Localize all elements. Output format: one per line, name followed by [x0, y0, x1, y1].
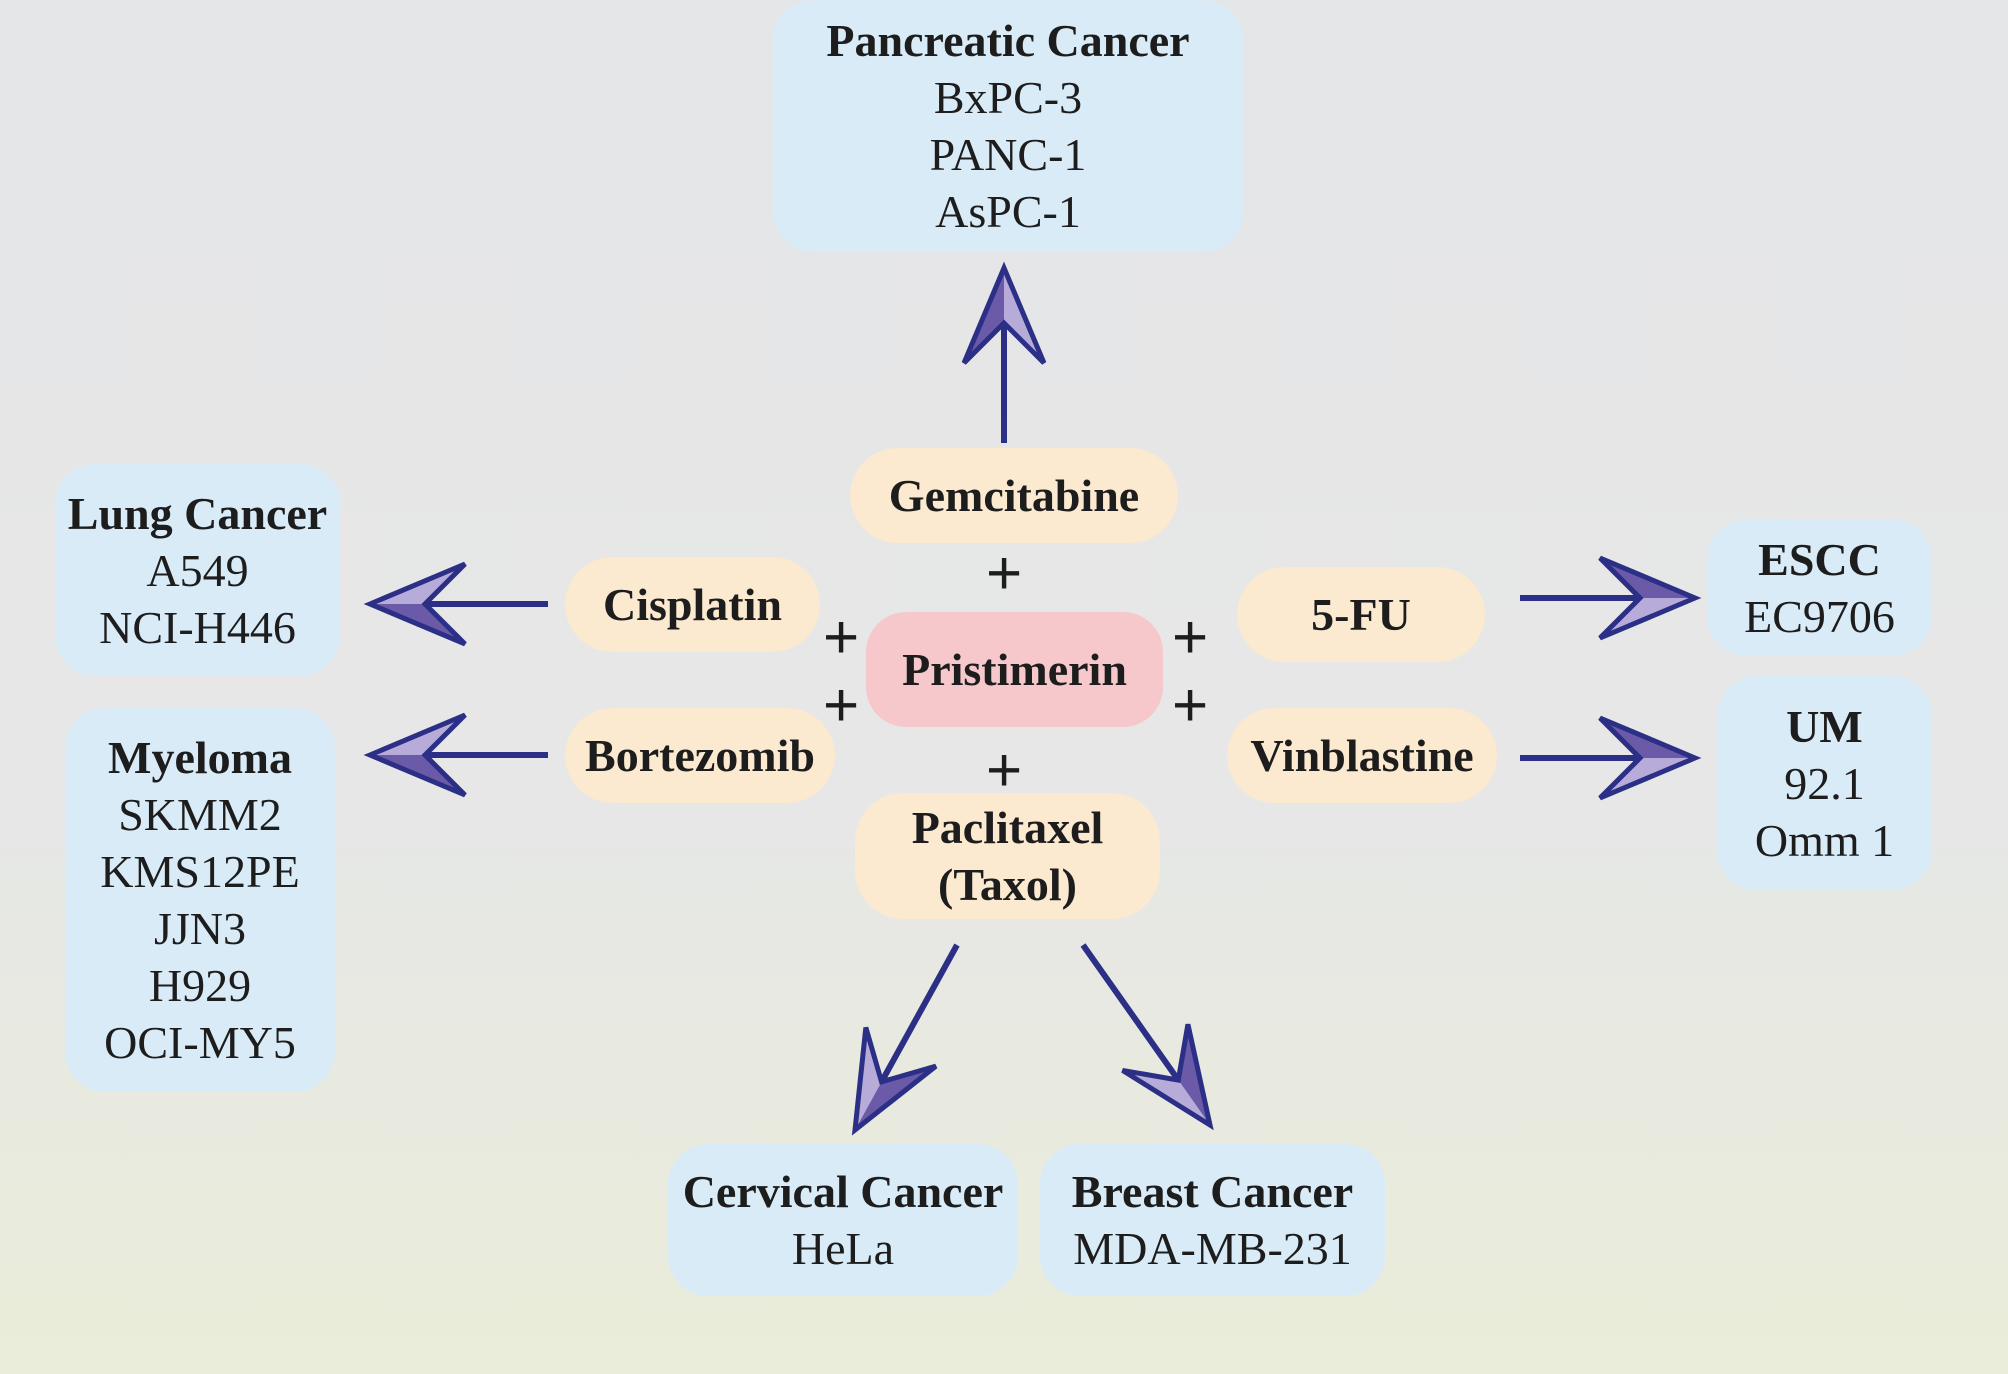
arrow-head-light — [855, 1027, 882, 1130]
paclitaxel-pill: Paclitaxel (Taxol) — [855, 793, 1160, 919]
escc-box: ESCC EC9706 — [1707, 520, 1932, 656]
cell-line: NCI-H446 — [99, 601, 296, 653]
vinblastine-pill: Vinblastine — [1227, 708, 1497, 803]
pancreatic-cell-lines: BxPC-3 PANC-1 AsPC-1 — [930, 69, 1087, 240]
breast-cancer-title: Breast Cancer — [1071, 1166, 1354, 1217]
plus-sign: + — [986, 539, 1023, 608]
plus-sign: + — [1172, 603, 1209, 672]
bortezomib-pill: Bortezomib — [565, 708, 835, 803]
paclitaxel-label: Paclitaxel — [911, 802, 1104, 853]
vinblastine-label: Vinblastine — [1250, 730, 1474, 781]
arrow-to-um — [1520, 715, 1702, 801]
arrow-to-lung — [363, 561, 548, 647]
escc-cell-lines: EC9706 — [1744, 588, 1895, 645]
cell-line: Omm 1 — [1754, 814, 1895, 866]
arrow-to-cervical — [851, 943, 960, 1136]
cell-line: PANC-1 — [929, 129, 1087, 180]
cell-line: EC9706 — [1744, 591, 1895, 642]
lung-cancer-title: Lung Cancer — [67, 487, 328, 539]
cell-line: OCI-MY5 — [104, 1017, 296, 1068]
arrow-head-outline — [961, 261, 1047, 365]
arrow-head-outline — [851, 1026, 938, 1136]
um-cell-lines: 92.1 Omm 1 — [1755, 755, 1894, 869]
arrow-shaft — [878, 943, 960, 1084]
arrow-to-breast — [1080, 943, 1214, 1131]
cisplatin-label: Cisplatin — [603, 579, 782, 630]
breast-cancer-box: Breast Cancer MDA-MB-231 — [1040, 1144, 1385, 1296]
cell-line: BxPC-3 — [933, 72, 1083, 123]
arrow-head-outline — [363, 712, 467, 798]
myeloma-cell-lines: SKMM2 KMS12PE JJN3 H929 OCI-MY5 — [100, 786, 299, 1071]
um-title: UM — [1786, 700, 1863, 752]
cervical-cancer-title: Cervical Cancer — [682, 1166, 1004, 1217]
plus-sign: + — [823, 671, 860, 740]
cisplatin-pill: Cisplatin — [565, 557, 820, 652]
cell-line: KMS12PE — [100, 846, 300, 897]
paclitaxel-alt-label: (Taxol) — [938, 859, 1077, 910]
plus-sign: + — [823, 603, 860, 672]
cell-line: HeLa — [791, 1223, 895, 1274]
lung-cell-lines: A549 NCI-H446 — [99, 542, 296, 656]
5-fu-pill: 5-FU — [1237, 567, 1485, 662]
myeloma-box: Myeloma SKMM2 KMS12PE JJN3 H929 OCI-MY5 — [65, 708, 335, 1092]
pancreatic-cancer-title: Pancreatic Cancer — [826, 15, 1190, 66]
escc-title: ESCC — [1758, 534, 1881, 585]
plus-sign: + — [986, 736, 1023, 805]
bortezomib-label: Bortezomib — [585, 730, 815, 781]
arrow-shaft — [1080, 943, 1181, 1082]
myeloma-title: Myeloma — [108, 732, 292, 783]
plus-sign: + — [1172, 671, 1209, 740]
pancreatic-cancer-box: Pancreatic Cancer BxPC-3 PANC-1 AsPC-1 — [773, 0, 1243, 252]
um-box: UM 92.1 Omm 1 — [1717, 676, 1932, 890]
cervical-cell-lines: HeLa — [792, 1220, 894, 1277]
gemcitabine-pill: Gemcitabine — [850, 448, 1178, 543]
pristimerin-box: Pristimerin — [866, 612, 1163, 727]
cell-line: H929 — [148, 960, 252, 1011]
cell-line: JJN3 — [153, 903, 246, 954]
5-fu-label: 5-FU — [1311, 589, 1411, 640]
pristimerin-label: Pristimerin — [902, 644, 1127, 695]
lung-cancer-box: Lung Cancer A549 NCI-H446 — [55, 464, 340, 676]
cervical-cancer-box: Cervical Cancer HeLa — [668, 1144, 1018, 1296]
cell-line: 92.1 — [1784, 757, 1865, 809]
gemcitabine-label: Gemcitabine — [888, 470, 1140, 521]
arrow-head-outline — [1598, 555, 1702, 641]
arrow-to-pancreatic — [961, 261, 1047, 443]
breast-cell-lines: MDA-MB-231 — [1073, 1220, 1352, 1277]
arrow-to-escc — [1520, 555, 1702, 641]
arrow-to-myeloma — [363, 712, 548, 798]
cell-line: AsPC-1 — [935, 186, 1081, 237]
cell-line: MDA-MB-231 — [1073, 1223, 1352, 1274]
cell-line: A549 — [146, 544, 249, 596]
arrow-head-outline — [363, 561, 467, 647]
arrow-head-outline — [1121, 1023, 1214, 1131]
arrow-head-outline — [1598, 715, 1702, 801]
cell-line: SKMM2 — [118, 789, 282, 840]
